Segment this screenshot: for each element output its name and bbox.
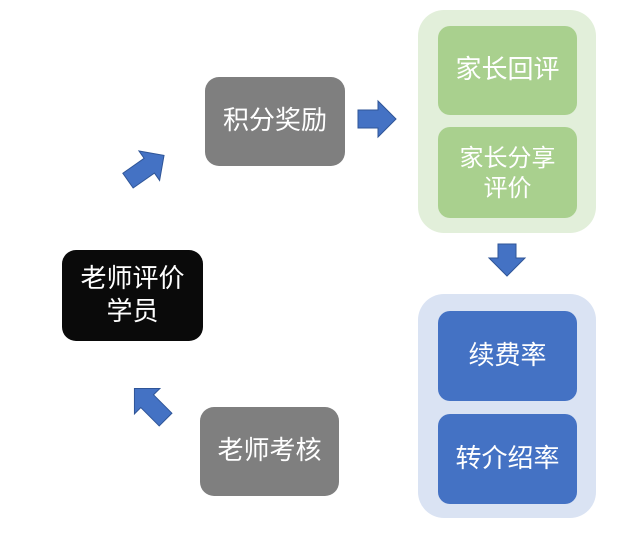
parent-review-label: 家长回评 bbox=[455, 55, 560, 86]
renewal-rate-node: 续费率 bbox=[438, 311, 577, 401]
parent-review-node: 家长回评 bbox=[438, 26, 577, 115]
teacher-assessment-node: 老师考核 bbox=[200, 407, 339, 496]
referral-rate-node: 转介绍率 bbox=[438, 414, 577, 504]
arrow-up-left-icon bbox=[133, 387, 173, 427]
arrow-right-icon bbox=[357, 99, 397, 139]
points-reward-label: 积分奖励 bbox=[222, 106, 327, 137]
parent-share-review-label: 家长分享评价 bbox=[459, 143, 556, 202]
teacher-evaluates-student-node: 老师评价学员 bbox=[62, 250, 203, 341]
arrow-down-icon bbox=[487, 243, 527, 277]
referral-rate-label: 转介绍率 bbox=[455, 443, 560, 474]
teacher-assessment-label: 老师考核 bbox=[217, 436, 322, 467]
parent-share-review-node: 家长分享评价 bbox=[438, 127, 577, 218]
teacher-evaluates-student-label: 老师评价学员 bbox=[80, 264, 185, 327]
arrow-up-right-icon bbox=[122, 150, 165, 189]
renewal-rate-label: 续费率 bbox=[468, 340, 547, 371]
points-reward-node: 积分奖励 bbox=[205, 77, 345, 166]
